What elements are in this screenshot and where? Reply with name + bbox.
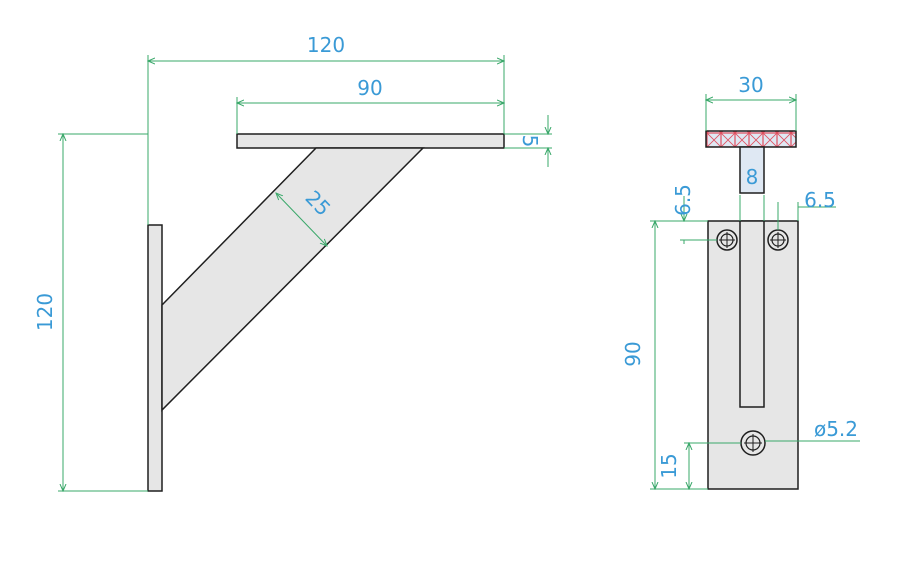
dimension-top-width [706,94,796,131]
mounting-hole-top-right [767,229,789,251]
dimension-hole-offset-top-left [650,196,717,244]
dimension-label-top-plate-length: 90 [357,76,382,100]
dimension-label-overall-height: 120 [33,293,57,331]
dimension-overall-height [58,134,148,491]
top-flange-section [705,130,797,148]
dimension-label-hole-offset-top-left: 6.5 [671,184,695,216]
stem-slot [739,220,765,408]
dimension-label-overall-width: 120 [307,33,345,57]
dimension-top-plate-thickness [504,115,552,167]
dimension-label-top-width: 30 [738,73,763,97]
side-view: 120 90 5 120 25 [33,33,552,491]
dimension-label-hole-offset-top-right: 6.5 [804,188,836,212]
mounting-hole-top-left [716,229,738,251]
dimension-label-stem-width: 8 [746,165,759,189]
dimension-hole-offset-top-right [777,202,836,230]
dimension-strut-width [276,193,327,246]
dimension-top-plate-length [237,97,504,134]
dimension-hole-offset-bottom [684,443,741,489]
mounting-hole-bottom [740,430,766,456]
wall-plate [147,224,163,492]
front-view: 30 8 6.5 6.5 90 [621,73,860,489]
dimension-label-hole-diameter: ø5.2 [814,417,858,441]
top-plate [236,133,505,149]
stem-section [739,146,765,194]
dimension-plate-height [650,221,708,489]
dimension-label-plate-height: 90 [621,341,645,366]
dimension-stem-width [739,195,765,221]
dimension-label-hole-offset-bottom: 15 [657,453,681,478]
diagonal-strut [161,147,425,412]
dimension-label-top-plate-thickness: 5 [518,135,542,148]
